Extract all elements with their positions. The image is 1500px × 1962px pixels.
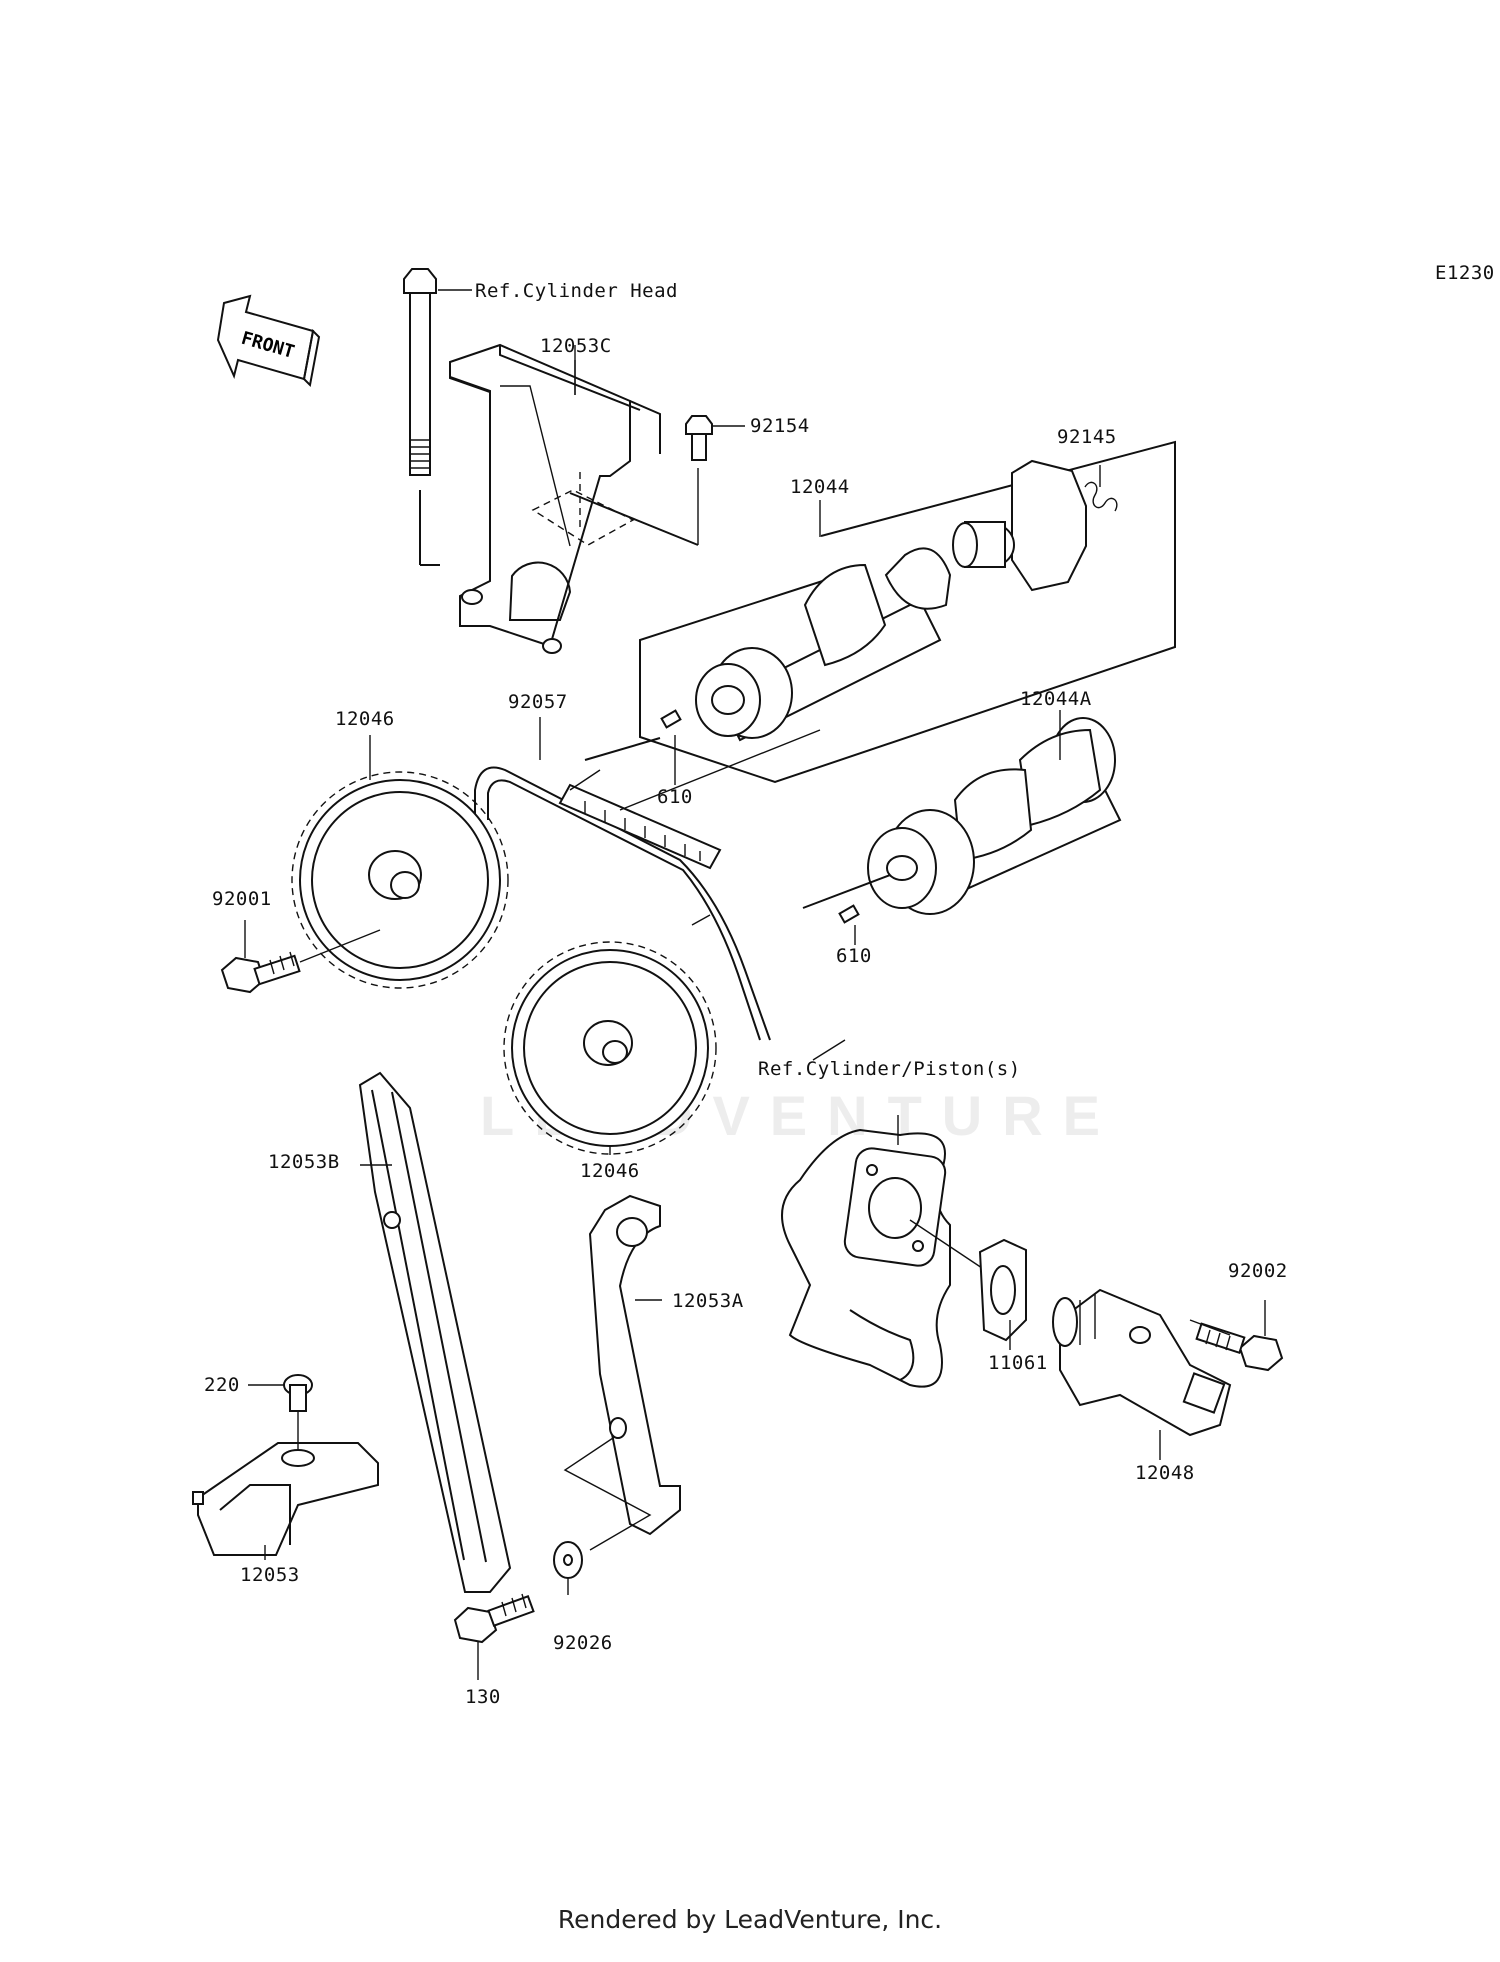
bolt-130 (453, 1593, 535, 1680)
part-label-220[interactable]: 220 (204, 1374, 240, 1396)
ref-cylinder-head[interactable]: Ref.Cylinder Head (475, 280, 678, 302)
camshaft-holder (449, 343, 699, 654)
part-label-12044a[interactable]: 12044A (1020, 688, 1092, 710)
part-label-92001[interactable]: 92001 (212, 888, 272, 910)
part-label-12046-upper[interactable]: 12046 (335, 708, 395, 730)
part-label-92002[interactable]: 92002 (1228, 1260, 1288, 1282)
chain-guide-12053 (192, 1412, 379, 1560)
ref-cylinder-piston[interactable]: Ref.Cylinder/Piston(s) (758, 1058, 1021, 1080)
gasket-11061 (978, 1238, 1027, 1350)
footer-credit: Rendered by LeadVenture, Inc. (557, 1905, 943, 1934)
part-label-12053[interactable]: 12053 (240, 1564, 300, 1586)
bolt-92001 (220, 920, 381, 994)
chain-guide-12053a (563, 1194, 681, 1551)
cylinder-head-bolt (403, 268, 472, 566)
camshaft-sprocket-upper (291, 771, 509, 989)
part-label-610-a[interactable]: 610 (657, 786, 693, 808)
camshaft-12044 (660, 547, 952, 742)
part-label-92057[interactable]: 92057 (508, 691, 568, 713)
chain-tensioner-12048 (1052, 1288, 1232, 1460)
front-arrow-icon: FRONT (216, 294, 321, 388)
washer-92026 (553, 1541, 583, 1595)
part-label-92026[interactable]: 92026 (553, 1632, 613, 1654)
part-label-12048[interactable]: 12048 (1135, 1462, 1195, 1484)
part-label-12044[interactable]: 12044 (790, 476, 850, 498)
part-label-11061[interactable]: 11061 (988, 1352, 1048, 1374)
decompressor-assembly (952, 459, 1118, 592)
camshaft-12044a (802, 717, 1122, 924)
chain-guide-12053b (358, 1071, 512, 1593)
part-label-130[interactable]: 130 (465, 1686, 501, 1708)
part-label-92154[interactable]: 92154 (750, 415, 810, 437)
part-label-12046-lower[interactable]: 12046 (580, 1160, 640, 1182)
camshaft-sprocket-lower (503, 941, 717, 1155)
camshaft-12044-bracket (639, 440, 1176, 784)
part-label-12053c[interactable]: 12053C (540, 335, 612, 357)
leader-lines (369, 345, 1101, 945)
cam-chain (474, 729, 846, 1061)
part-label-610-b[interactable]: 610 (836, 945, 872, 967)
cylinder-block-fragment (781, 1115, 986, 1388)
part-label-12053a[interactable]: 12053A (672, 1290, 744, 1312)
bolt-92154 (685, 415, 745, 461)
bolt-92002 (1189, 1300, 1284, 1372)
screw-220 (248, 1374, 313, 1412)
part-label-92145[interactable]: 92145 (1057, 426, 1117, 448)
part-label-12053b[interactable]: 12053B (268, 1151, 340, 1173)
diagram-code: E1230 (1435, 262, 1495, 284)
